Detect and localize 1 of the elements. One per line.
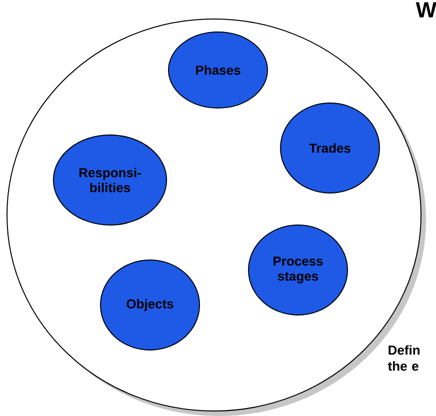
- label-text: Defin the e: [388, 345, 420, 371]
